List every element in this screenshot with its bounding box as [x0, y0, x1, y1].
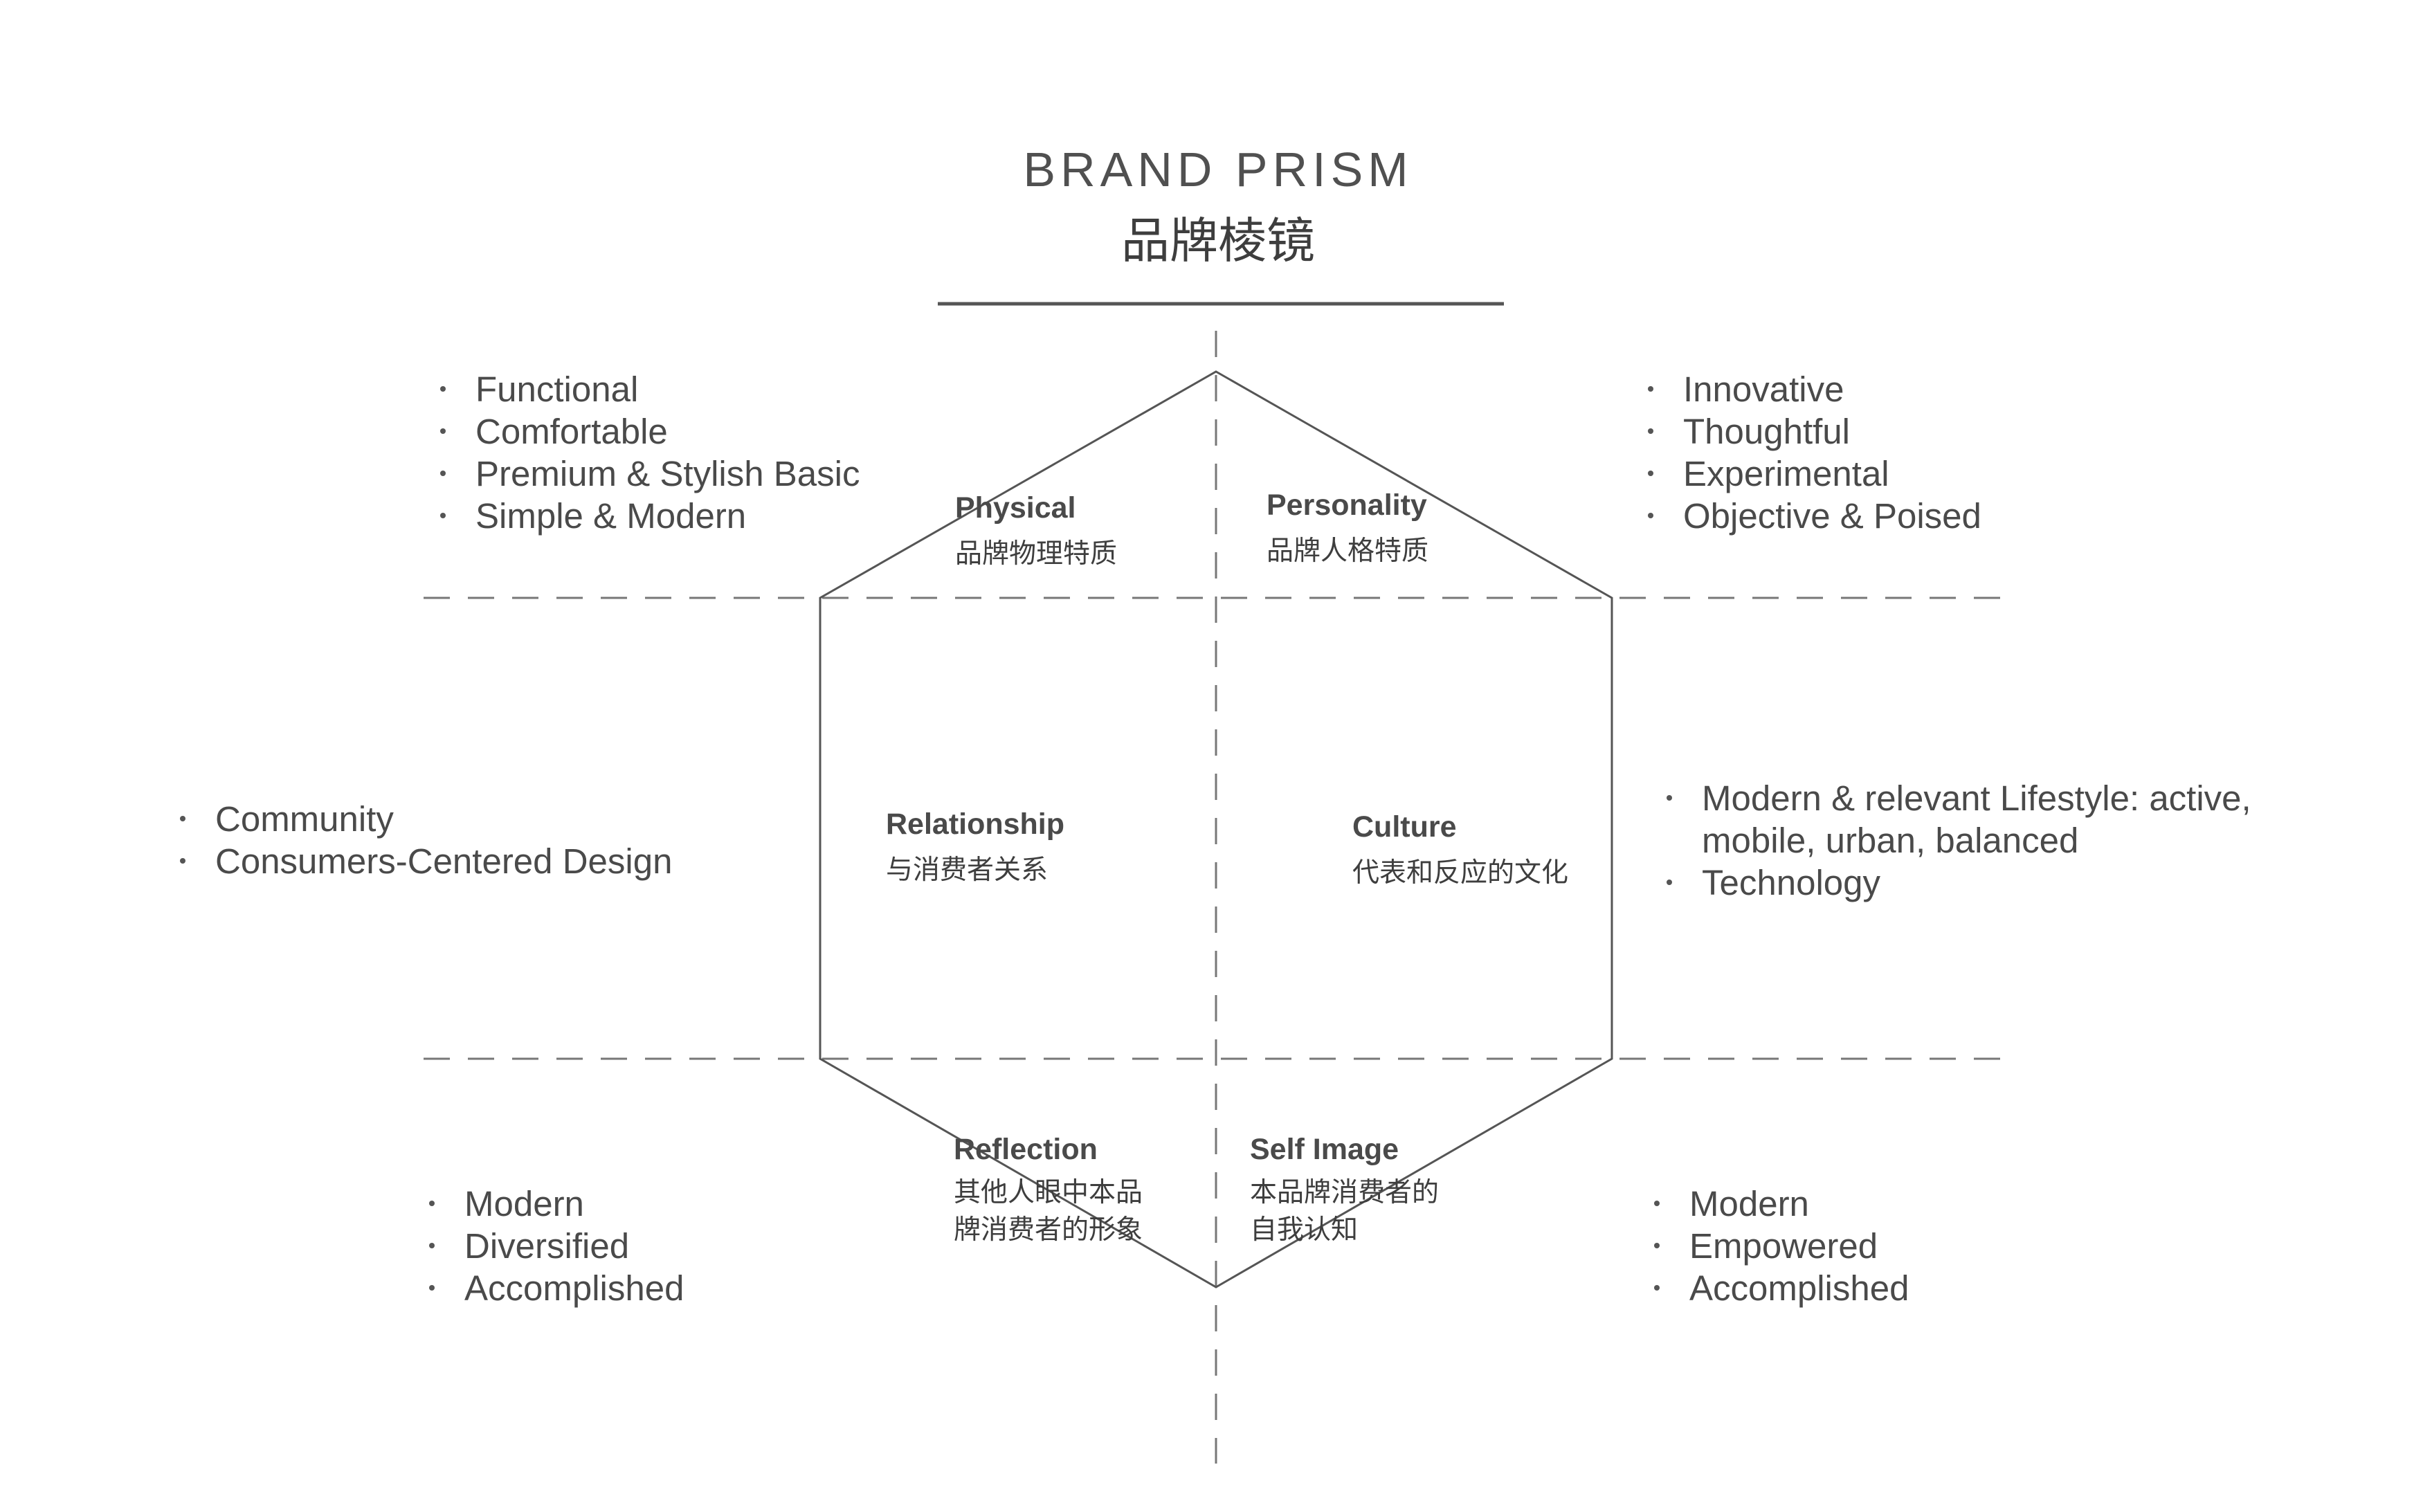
list-item: Technology	[1662, 862, 2251, 904]
title-english: BRAND PRISM	[1023, 143, 1413, 197]
personality-attribute-list: Innovative Thoughtful Experimental Objec…	[1644, 368, 1981, 537]
facet-self-image: Self Image 本品牌消费者的 自我认知	[1250, 1135, 1439, 1249]
culture-attribute-list: Modern & relevant Lifestyle: active, mob…	[1662, 777, 2251, 904]
list-item: Empowered	[1650, 1225, 1909, 1267]
list-item: Thoughtful	[1644, 410, 1981, 453]
self-image-attribute-list: Modern Empowered Accomplished	[1650, 1183, 1909, 1309]
facet-culture: Culture 代表和反应的文化	[1352, 812, 1568, 892]
list-item: Functional	[436, 368, 860, 410]
list-item: Objective & Poised	[1644, 495, 1981, 537]
facet-relationship-name: Relationship	[886, 808, 1065, 841]
facet-culture-zh: 代表和反应的文化	[1352, 858, 1569, 888]
facet-reflection-zh-line1: 其他人眼中本品	[954, 1178, 1143, 1208]
facet-personality-name: Personality	[1267, 489, 1427, 522]
prism-hexagon	[819, 370, 1613, 1288]
relationship-attribute-list: Community Consumers-Centered Design	[176, 798, 672, 882]
list-item: Diversified	[425, 1225, 684, 1267]
title-chinese: 品牌棱镜	[1121, 214, 1315, 268]
facet-self-image-zh-line2: 自我认知	[1250, 1215, 1359, 1245]
list-item: Accomplished	[1650, 1267, 1909, 1309]
list-item: Accomplished	[425, 1267, 684, 1309]
facet-reflection-zh: 其他人眼中本品 牌消费者的形象	[954, 1174, 1143, 1249]
facet-physical-name: Physical	[955, 491, 1076, 525]
list-item: Comfortable	[436, 410, 860, 453]
facet-physical-zh: 品牌物理特质	[955, 539, 1118, 569]
facet-reflection-zh-line2: 牌消费者的形象	[954, 1215, 1143, 1245]
list-item: Premium & Stylish Basic	[436, 453, 860, 495]
list-item-line: mobile, urban, balanced	[1702, 821, 2079, 860]
facet-self-image-zh-line1: 本品牌消费者的	[1250, 1178, 1440, 1208]
list-item: Innovative	[1644, 368, 1981, 410]
facet-culture-name: Culture	[1352, 810, 1457, 844]
physical-attribute-list: Functional Comfortable Premium & Stylish…	[436, 368, 860, 537]
facet-personality: Personality 品牌人格特质	[1267, 491, 1428, 570]
list-item: Modern & relevant Lifestyle: active, mob…	[1662, 777, 2251, 862]
facet-relationship: Relationship 与消费者关系	[886, 810, 1064, 889]
facet-physical: Physical 品牌物理特质	[955, 493, 1117, 573]
facet-reflection: Reflection 其他人眼中本品 牌消费者的形象	[954, 1135, 1143, 1249]
facet-personality-zh: 品牌人格特质	[1267, 536, 1429, 566]
list-item: Community	[176, 798, 672, 840]
list-item: Modern	[1650, 1183, 1909, 1225]
list-item: Consumers-Centered Design	[176, 840, 672, 882]
list-item: Modern	[425, 1183, 684, 1225]
facet-reflection-name: Reflection	[954, 1133, 1098, 1166]
facet-self-image-name: Self Image	[1250, 1133, 1399, 1166]
list-item: Experimental	[1644, 453, 1981, 495]
list-item: Simple & Modern	[436, 495, 860, 537]
list-item-line: Modern & relevant Lifestyle: active,	[1702, 778, 2251, 818]
facet-self-image-zh: 本品牌消费者的 自我认知	[1250, 1174, 1439, 1249]
facet-relationship-zh: 与消费者关系	[886, 855, 1049, 885]
reflection-attribute-list: Modern Diversified Accomplished	[425, 1183, 684, 1309]
